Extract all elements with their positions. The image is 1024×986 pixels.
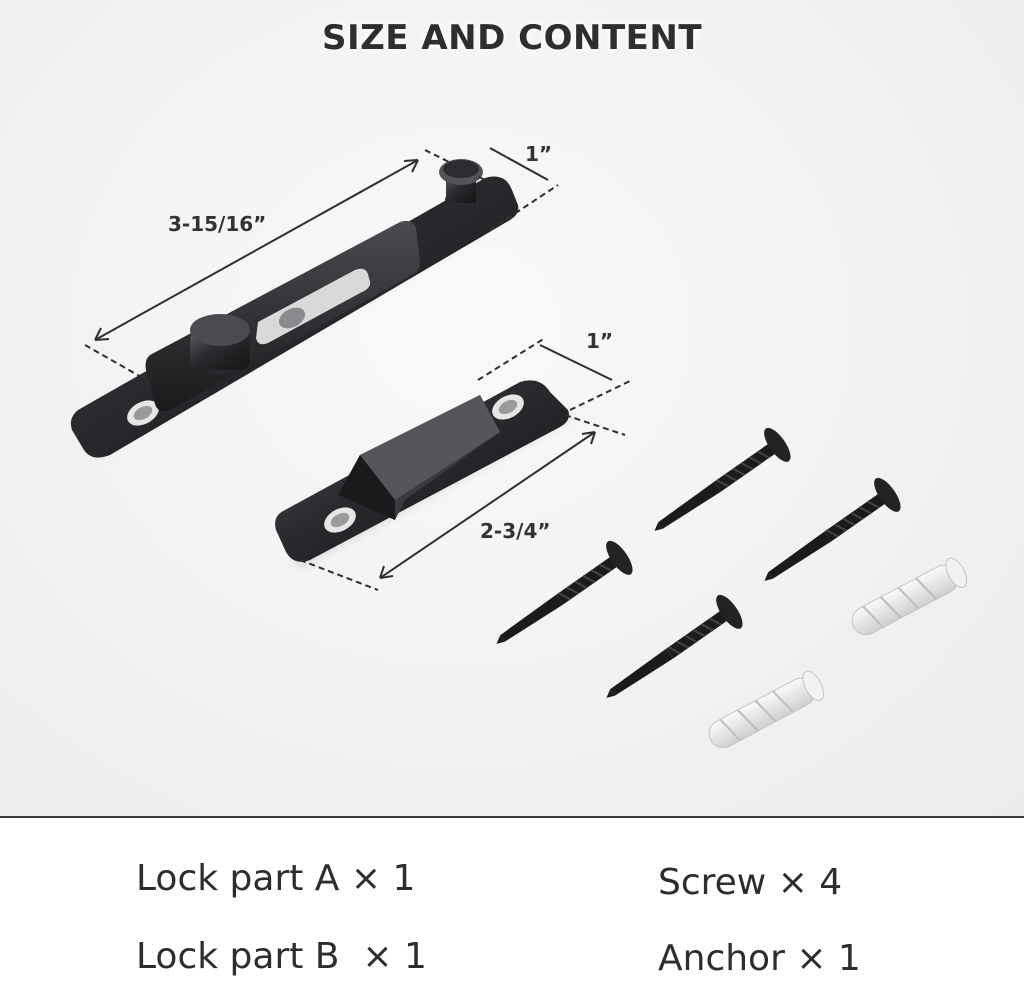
screws	[496, 427, 901, 698]
dimension-label-lock-b-width: 1”	[586, 329, 614, 353]
dimension-label-lock-a-width: 1”	[525, 142, 553, 166]
lock-a-length-line	[94, 159, 419, 341]
hardware-illustration	[70, 147, 968, 749]
screw-4	[606, 594, 743, 698]
package-contents: Lock part A × 1 Lock part B × 1 Screw × …	[0, 818, 1024, 986]
page-title: SIZE AND CONTENT	[321, 18, 703, 58]
lock-b-width-line	[539, 344, 613, 381]
dimension-label-lock-b-length: 2-3/4”	[480, 519, 551, 543]
lock-a-width-line	[489, 147, 549, 181]
anchor-2	[708, 670, 825, 749]
content-item-screw: Screw × 4	[658, 862, 843, 903]
section-divider	[0, 816, 1024, 818]
lock-part-b	[275, 380, 575, 570]
lock-part-a	[70, 159, 519, 458]
content-item-lock-part-b: Lock part B × 1	[136, 936, 427, 977]
screw-1	[654, 427, 791, 531]
lock-b-length-line	[379, 431, 596, 579]
screw-3	[496, 540, 633, 644]
content-item-anchor: Anchor × 1	[658, 938, 861, 979]
anchor-1	[851, 557, 968, 636]
product-photo: SIZE AND CONTENT 3-15/16” 1” 1” 2-3/4”	[0, 0, 1024, 817]
content-item-lock-part-a: Lock part A × 1	[136, 858, 416, 899]
anchors	[708, 557, 968, 749]
dimension-label-lock-a-length: 3-15/16”	[168, 212, 267, 236]
dimension-lines	[84, 147, 633, 591]
screw-2	[764, 477, 901, 581]
